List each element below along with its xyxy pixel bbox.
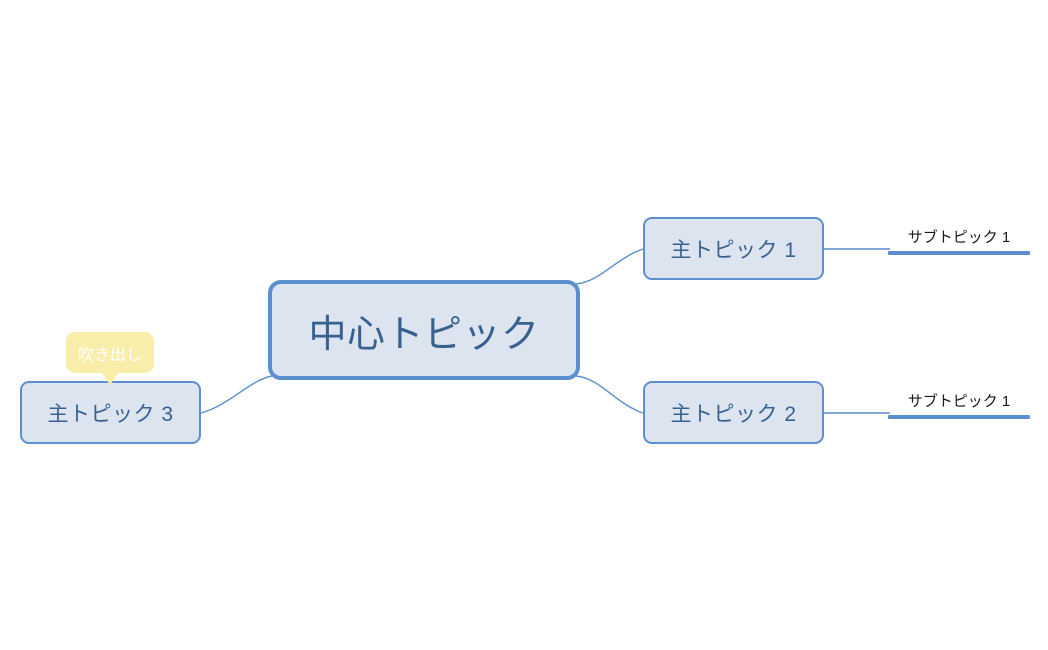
subtopic-2-underline [888, 415, 1030, 419]
node-main-topic-3-label: 主トピック 3 [47, 402, 174, 426]
connector-center-to-main-2 [575, 375, 644, 414]
subtopic-2-label: サブトピック 1 [907, 393, 1011, 410]
subtopic-1[interactable]: サブトピック 1 [888, 205, 1030, 255]
subtopic-1-underline [888, 251, 1030, 255]
callout-bubble[interactable]: 吹き出し [66, 332, 154, 385]
node-main-topic-1-label: 主トピック 1 [670, 238, 797, 262]
subtopic-2[interactable]: サブトピック 1 [888, 369, 1030, 419]
callout-bubble-label: 吹き出し [77, 346, 142, 364]
node-center-topic[interactable]: 中心トピック [268, 280, 580, 380]
node-main-topic-2-label: 主トピック 2 [670, 402, 797, 426]
node-main-topic-3[interactable]: 主トピック 3 [20, 381, 201, 444]
node-center-topic-label: 中心トピック [308, 313, 540, 356]
subtopic-1-label: サブトピック 1 [907, 229, 1011, 246]
connector-center-to-main-3 [200, 375, 273, 414]
callout-tail [102, 373, 118, 385]
connector-center-to-main-1 [575, 248, 644, 285]
node-main-topic-1[interactable]: 主トピック 1 [643, 217, 824, 280]
node-main-topic-2[interactable]: 主トピック 2 [643, 381, 824, 444]
